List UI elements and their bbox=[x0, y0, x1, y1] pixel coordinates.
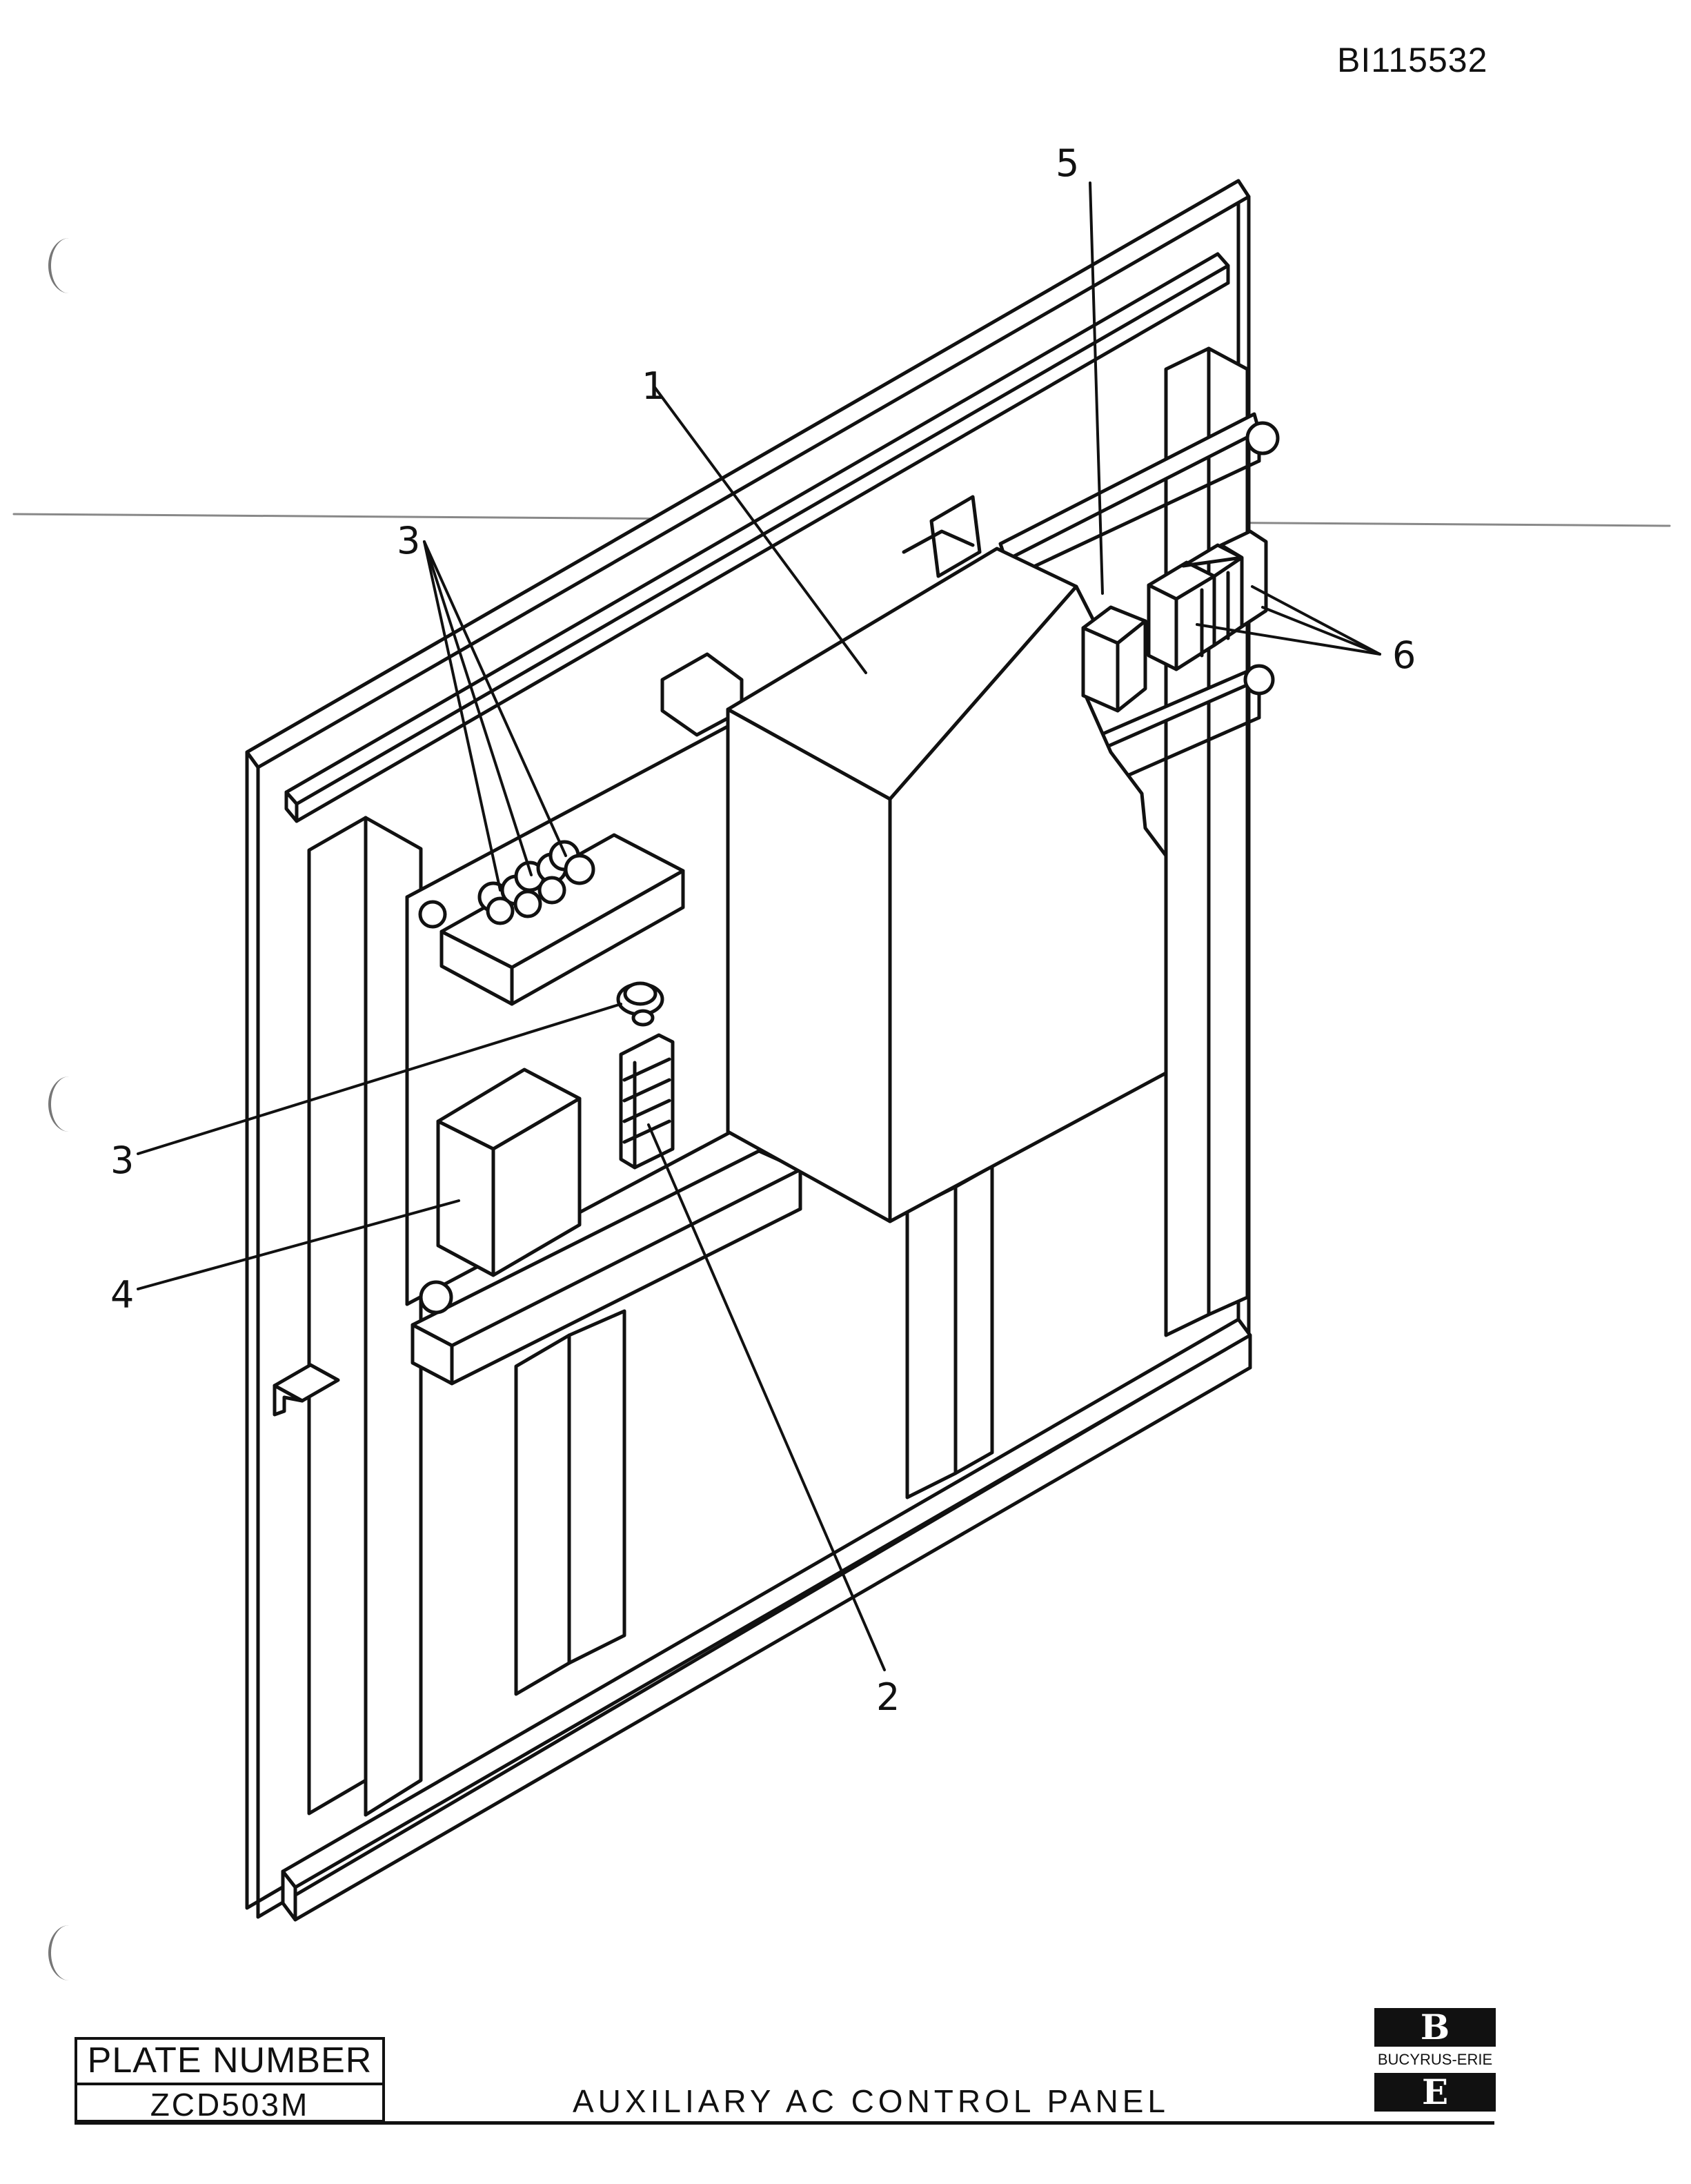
top-rail bbox=[284, 252, 1230, 823]
standoff-mounts bbox=[660, 495, 982, 737]
callout-4: 4 bbox=[110, 1273, 134, 1317]
mounting-bracket bbox=[273, 1363, 340, 1417]
binder-hole-middle bbox=[48, 1076, 90, 1132]
drawing-title: AUXILIARY AC CONTROL PANEL bbox=[573, 2083, 1169, 2119]
control-transformer bbox=[1081, 605, 1147, 713]
binder-hole-top bbox=[48, 238, 90, 293]
plate-number-value: ZCD503M bbox=[150, 2087, 310, 2123]
title-block-rule bbox=[75, 2121, 1494, 2125]
callout-6: 6 bbox=[1392, 633, 1416, 677]
bottom-rail bbox=[281, 1317, 1252, 1922]
document-id: BI115532 bbox=[1337, 41, 1488, 79]
callout-leader-lines bbox=[137, 181, 1381, 1671]
callout-2: 2 bbox=[876, 1675, 900, 1719]
callout-3-lower: 3 bbox=[110, 1139, 134, 1182]
plate-number-label: PLATE NUMBER bbox=[77, 2040, 382, 2085]
logo-company-name: BUCYRUS-ERIE bbox=[1377, 2051, 1493, 2068]
relay-group bbox=[1147, 421, 1280, 696]
callout-3-upper: 3 bbox=[397, 519, 420, 562]
callout-5: 5 bbox=[1056, 141, 1079, 185]
logo-letter-b: B bbox=[1374, 2008, 1496, 2047]
right-channel bbox=[1164, 346, 1249, 1337]
center-left-channel bbox=[514, 1309, 626, 1696]
binder-hole-bottom bbox=[48, 1925, 90, 1980]
relay bbox=[419, 1068, 582, 1315]
single-fuse bbox=[616, 981, 664, 1027]
plate-number-box: PLATE NUMBER ZCD503M bbox=[75, 2037, 385, 2123]
enclosure-box bbox=[726, 547, 1168, 1223]
callout-1: 1 bbox=[642, 364, 665, 408]
left-channel bbox=[307, 816, 423, 1817]
company-logo: B BUCYRUS-ERIE E bbox=[1373, 2008, 1497, 2125]
center-right-channel bbox=[905, 1164, 994, 1499]
terminal-strip bbox=[619, 1033, 675, 1170]
logo-letter-e: E bbox=[1374, 2073, 1496, 2112]
fuse-terminal-block bbox=[418, 833, 685, 1006]
